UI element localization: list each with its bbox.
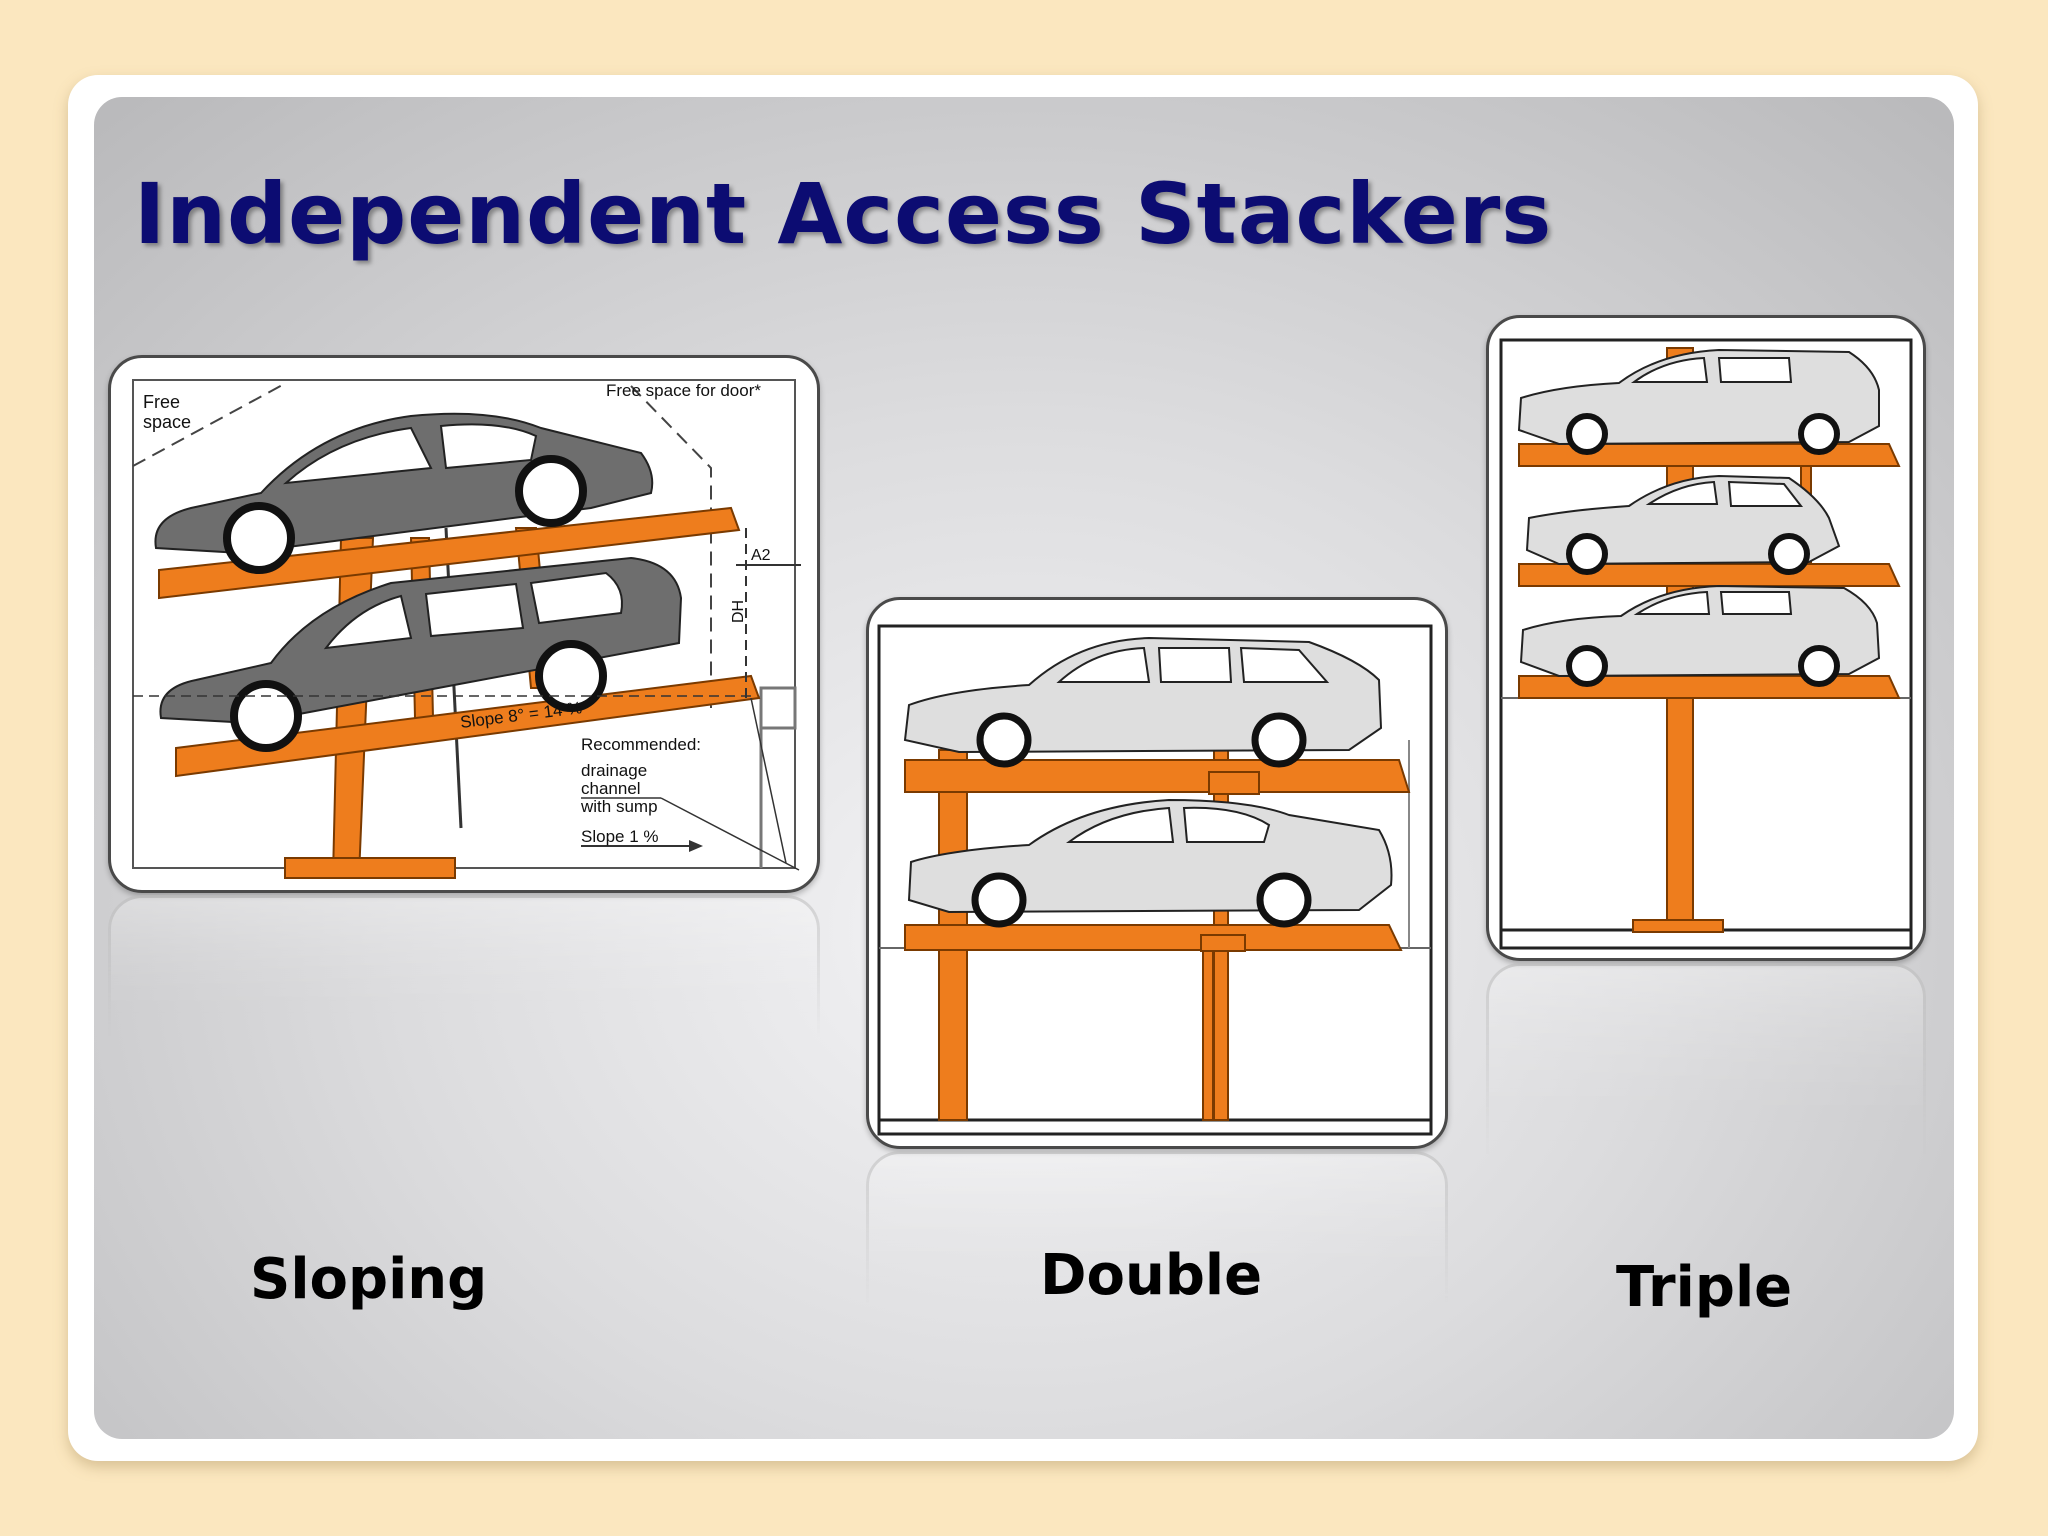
triple-panel-reflection (1486, 963, 1926, 1156)
lower-wagon (159, 556, 683, 752)
drainage-label-1: drainage (581, 761, 647, 780)
sloping-stacker-diagram-icon: Free space Free space for door* A2 DH Sl… (132, 379, 801, 879)
triple-bottom-wagon (1519, 584, 1881, 687)
slide-title: Independent Access Stackers (134, 165, 1553, 263)
drainage-label-2: channel (581, 779, 641, 798)
free-space-label-2: space (143, 412, 191, 432)
triple-top-wagon (1517, 348, 1880, 455)
slope-floor-label: Slope 1 % (581, 827, 659, 846)
triple-middle-hatchback (1525, 474, 1841, 575)
recommended-label: Recommended: (581, 735, 701, 754)
sloping-panel-reflection (108, 895, 820, 1038)
drainage-label-3: with sump (580, 797, 658, 816)
triple-caption: Triple (1616, 1255, 1793, 1320)
triple-stacker-panel (1486, 315, 1926, 961)
sloping-caption: Sloping (250, 1247, 488, 1312)
double-stacker-panel (866, 597, 1448, 1149)
free-space-door-label: Free space for door* (606, 381, 761, 400)
dim-a2-label: A2 (751, 547, 771, 564)
double-panel-reflection (866, 1151, 1448, 1304)
dim-dh-label: DH (730, 600, 747, 623)
double-caption: Double (1040, 1243, 1263, 1308)
sloping-stacker-panel: Free space Free space for door* A2 DH Sl… (108, 355, 820, 893)
double-upper-wagon (903, 636, 1383, 768)
triple-stacker-diagram-icon (1499, 338, 1913, 950)
slide: Independent Access Stackers (94, 97, 1954, 1439)
free-space-label-1: Free (143, 392, 180, 412)
upper-sedan (154, 412, 654, 574)
double-lower-sedan (907, 798, 1393, 928)
double-stacker-diagram-icon (877, 624, 1433, 1136)
